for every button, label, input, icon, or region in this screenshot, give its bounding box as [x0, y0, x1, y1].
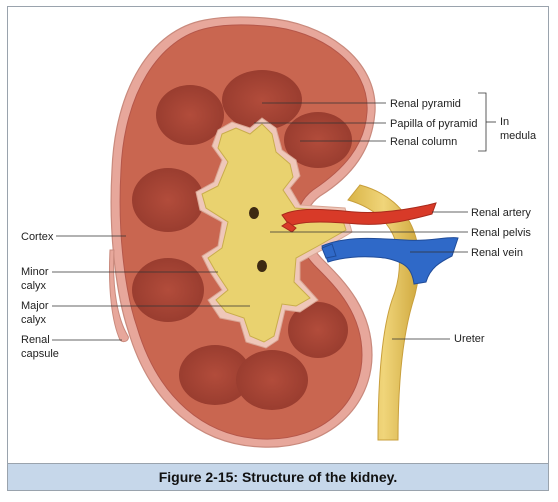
label-minor-calyx-1: Minor — [21, 266, 49, 278]
medula-bracket — [478, 92, 487, 152]
renal-pelvis — [201, 123, 347, 343]
label-renal-capsule-1: Renal — [21, 334, 50, 346]
vessel-opening — [257, 260, 267, 272]
caption-bar: Figure 2-15: Structure of the kidney. — [7, 463, 549, 491]
label-renal-pelvis: Renal pelvis — [471, 227, 531, 239]
renal-vein — [321, 237, 459, 285]
label-minor-calyx-2: calyx — [21, 280, 47, 292]
label-renal-artery: Renal artery — [471, 207, 531, 219]
pyramid — [288, 302, 348, 358]
label-papilla-of-pyramid: Papilla of pyramid — [390, 118, 477, 130]
label-renal-capsule-2: capsule — [21, 348, 59, 360]
labels: Renal pyramid Papilla of pyramid Renal c… — [21, 98, 537, 360]
capsule-flap — [109, 249, 129, 343]
pyramid — [236, 350, 308, 410]
label-ureter: Ureter — [454, 333, 485, 345]
label-major-calyx-1: Major — [21, 300, 49, 312]
pyramid — [179, 345, 251, 405]
pyramid — [132, 258, 204, 322]
label-cortex: Cortex — [21, 231, 54, 243]
pyramid — [284, 112, 352, 168]
renal-artery — [281, 202, 437, 227]
pyramid — [156, 85, 224, 145]
label-renal-pyramid: Renal pyramid — [390, 98, 461, 110]
renal-pyramids — [132, 70, 352, 410]
figure-caption: Figure 2-15: Structure of the kidney. — [158, 469, 398, 485]
vessel-opening — [249, 207, 259, 219]
label-renal-column: Renal column — [390, 136, 457, 148]
leader-lines — [52, 92, 496, 341]
pyramid — [132, 168, 204, 232]
renal-vein-branch — [321, 243, 337, 259]
label-in-medula-1: In — [500, 116, 509, 128]
label-renal-vein: Renal vein — [471, 247, 523, 259]
label-major-calyx-2: calyx — [21, 314, 47, 326]
label-in-medula-2: medula — [500, 130, 537, 142]
pyramid — [222, 70, 302, 130]
